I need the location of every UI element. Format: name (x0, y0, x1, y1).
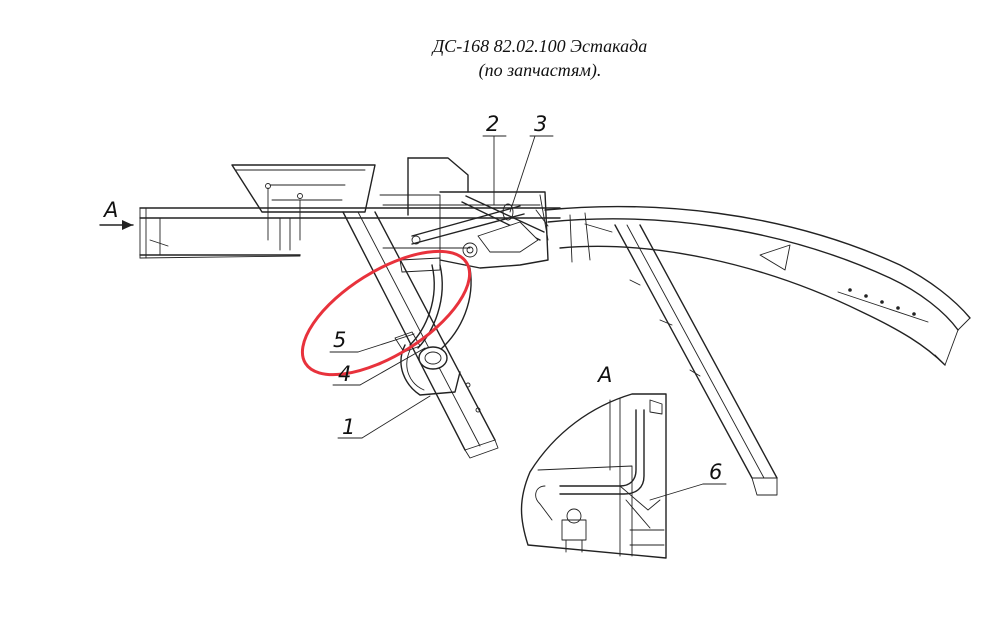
view-arrow-label: A (102, 198, 118, 222)
callouts: 2 3 5 4 1 (329, 112, 554, 439)
left-leg (342, 211, 499, 459)
title-line-2: (по запчастям). (478, 60, 602, 80)
callout-5: 5 (333, 328, 346, 352)
hose-assembly (394, 257, 472, 396)
right-ramp (544, 205, 971, 366)
detail-view-a: A 6 (520, 363, 727, 559)
detail-view-label: A (596, 363, 612, 387)
view-arrow-a: A (99, 198, 134, 230)
right-leg (614, 224, 778, 496)
main-frame (139, 164, 561, 259)
callout-3: 3 (534, 112, 547, 136)
callout-2: 2 (486, 112, 499, 136)
title-line-1: ДС-168 82.02.100 Эстакада (432, 36, 648, 56)
highlight-ellipse (300, 249, 472, 377)
callout-1: 1 (342, 415, 355, 439)
central-bracket (379, 157, 549, 269)
callout-4: 4 (338, 362, 351, 386)
callout-6: 6 (709, 460, 722, 484)
